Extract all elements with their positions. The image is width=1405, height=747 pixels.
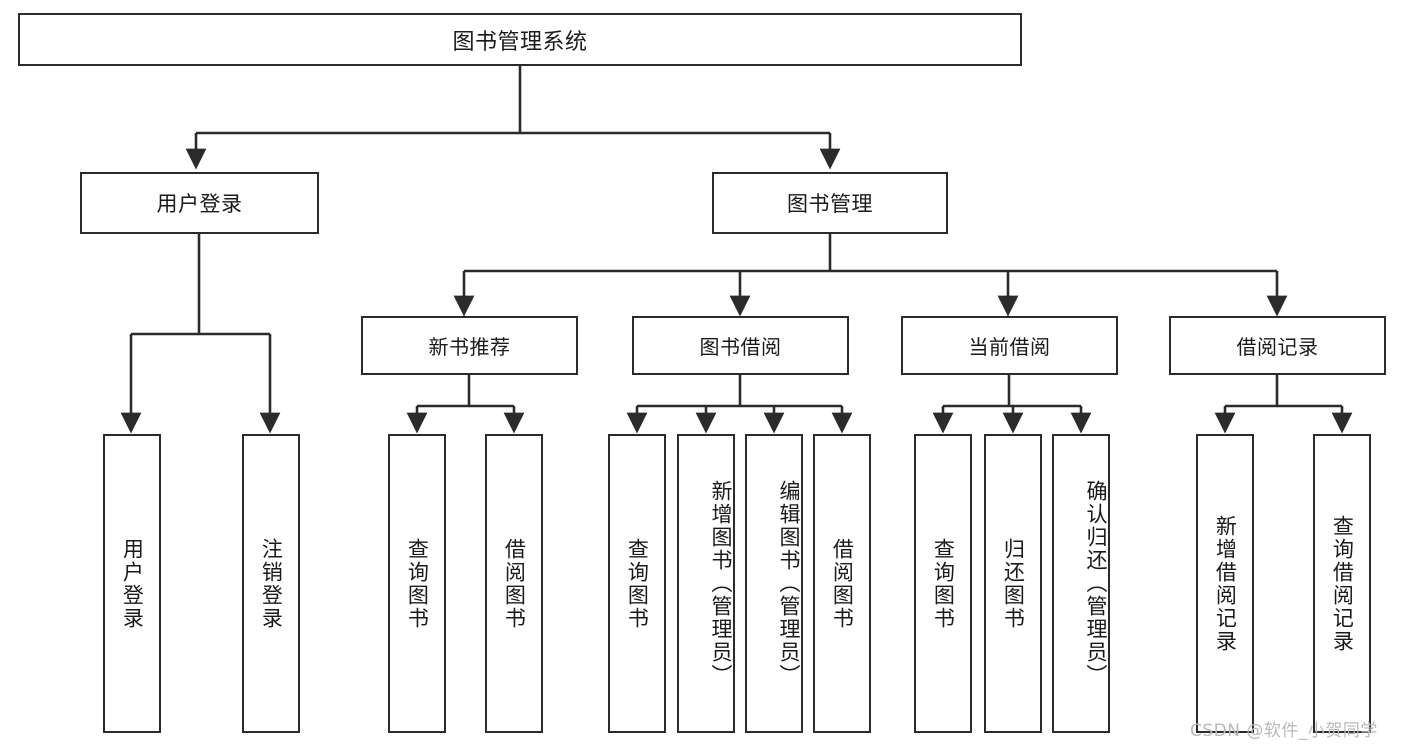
node-label: 图书管理: [787, 192, 873, 216]
node-label: 查询图书: [931, 537, 956, 630]
node-book-borrow[interactable]: 图书借阅: [632, 316, 849, 375]
node-user-login[interactable]: 用户登录: [80, 172, 319, 234]
node-label: 借阅图书: [830, 537, 855, 630]
leaf-borrow-book[interactable]: 借阅图书: [813, 434, 871, 733]
leaf-user-logout[interactable]: 注销登录: [242, 434, 300, 733]
node-label: 新增图书（管理员）: [709, 480, 733, 687]
node-label: 借阅记录: [1236, 335, 1319, 359]
node-new-book-recommend[interactable]: 新书推荐: [361, 316, 578, 375]
leaf-search-book-current[interactable]: 查询图书: [914, 434, 972, 733]
leaf-add-book-admin[interactable]: 新增图书（管理员）: [677, 434, 735, 733]
node-label: 借阅图书: [502, 537, 527, 630]
leaf-search-book-recommend[interactable]: 查询图书: [388, 434, 446, 733]
leaf-add-borrow-record[interactable]: 新增借阅记录: [1196, 434, 1254, 733]
node-label: 图书管理系统: [452, 29, 588, 55]
leaf-search-borrow-record[interactable]: 查询借阅记录: [1313, 434, 1371, 733]
node-label: 用户登录: [156, 192, 243, 216]
node-label: 新增借阅记录: [1213, 514, 1238, 653]
leaf-confirm-return-admin[interactable]: 确认归还（管理员）: [1052, 434, 1110, 733]
node-label: 编辑图书（管理员）: [777, 480, 801, 687]
node-label: 图书借阅: [699, 335, 782, 359]
node-borrow-record[interactable]: 借阅记录: [1169, 316, 1386, 375]
node-label: 当前借阅: [968, 335, 1051, 359]
node-label: 新书推荐: [428, 335, 511, 359]
node-label: 查询图书: [405, 537, 430, 630]
leaf-borrow-book-recommend[interactable]: 借阅图书: [485, 434, 543, 733]
leaf-return-book[interactable]: 归还图书: [984, 434, 1042, 733]
node-book-management[interactable]: 图书管理: [712, 172, 948, 234]
leaf-search-book-borrow[interactable]: 查询图书: [608, 434, 666, 733]
node-label: 注销登录: [259, 537, 284, 630]
node-root-system[interactable]: 图书管理系统: [18, 13, 1022, 66]
node-label: 查询借阅记录: [1330, 514, 1355, 653]
node-label: 确认归还（管理员）: [1084, 480, 1108, 687]
csdn-watermark: CSDN @软件_小贺同学: [1190, 716, 1378, 741]
node-label: 查询图书: [625, 537, 650, 630]
leaf-edit-book-admin[interactable]: 编辑图书（管理员）: [745, 434, 803, 733]
node-current-borrow[interactable]: 当前借阅: [901, 316, 1118, 375]
leaf-user-login[interactable]: 用户登录: [103, 434, 161, 733]
node-label: 用户登录: [120, 537, 145, 630]
node-label: 归还图书: [1001, 537, 1026, 630]
watermark-text: CSDN @软件_小贺同学: [1190, 721, 1378, 741]
